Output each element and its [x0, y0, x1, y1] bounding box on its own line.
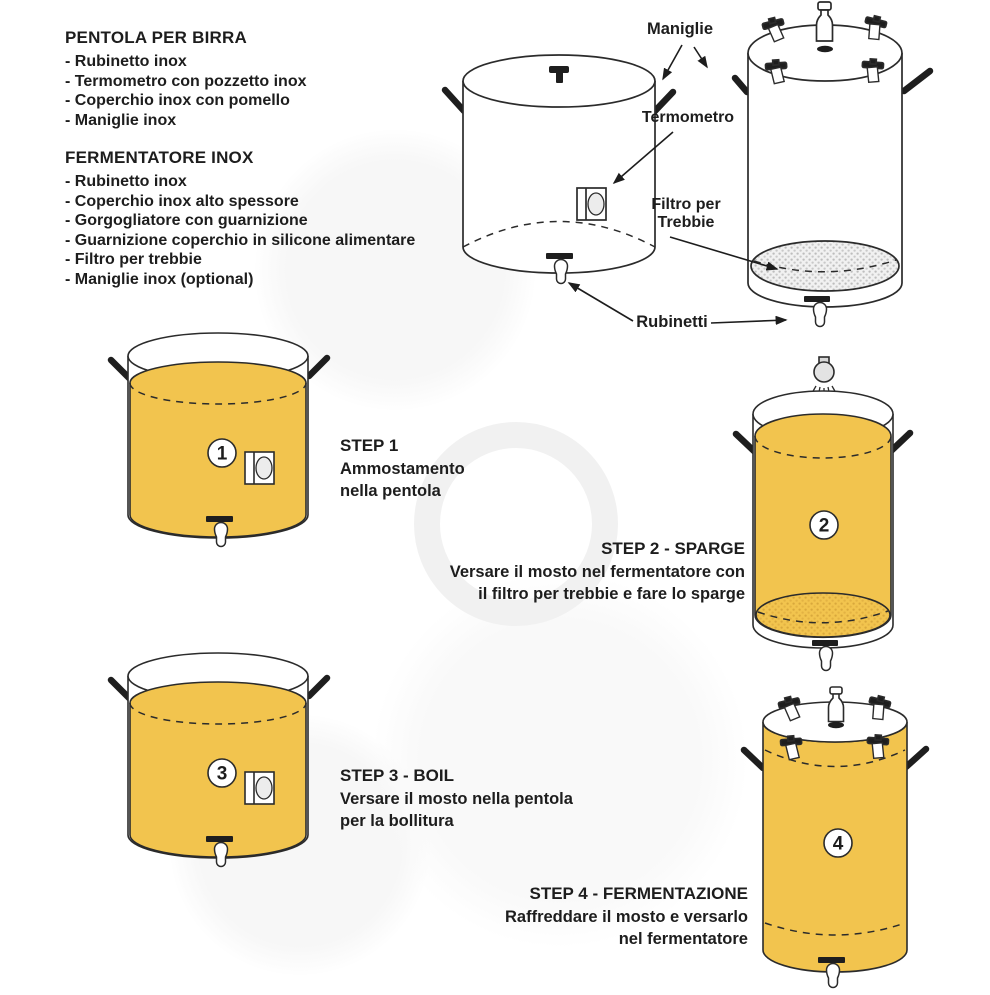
step4-caption: STEP 4 - FERMENTAZIONE Raffreddare il mo… — [504, 884, 748, 948]
info-list-fermentatore: - Rubinetto inox - Coperchio inox alto s… — [65, 172, 425, 289]
step-number-badge — [809, 510, 839, 540]
pot-outline-icon — [441, 54, 677, 285]
liquid-level-dashed — [129, 382, 307, 405]
thermometer-icon — [576, 187, 607, 221]
info-list-pentola: - Rubinetto inox - Termometro con pozzet… — [65, 52, 425, 130]
step3-caption: STEP 3 - BOIL Versare il mosto nella pen… — [340, 766, 573, 830]
tap-icon — [804, 296, 830, 328]
tap-icon — [546, 253, 573, 285]
liquid-level-dashed — [129, 702, 307, 725]
step-number: 2 — [819, 516, 830, 537]
step1-caption: STEP 1 Ammostamento nella pentola — [340, 436, 465, 500]
arrow-rubinetti-left — [567, 282, 634, 322]
handle-icon — [740, 746, 767, 772]
handle-icon — [107, 356, 133, 382]
arrow-filtro — [669, 236, 779, 271]
handle-icon — [887, 429, 914, 455]
list-item: - Rubinetto inox — [65, 173, 187, 190]
step3-pot-illustration: 3 — [107, 652, 331, 868]
list-item: - Filtro per trebbie — [65, 251, 202, 268]
handle-icon — [107, 676, 133, 702]
step-number: 1 — [217, 444, 228, 465]
handle-icon — [900, 67, 934, 95]
label-maniglie: Maniglie — [646, 20, 713, 38]
thermometer-icon — [244, 451, 275, 485]
bottom-dashed — [764, 922, 906, 936]
arrow-rubinetti-right — [710, 315, 788, 326]
info-section-fermentatore: FERMENTATORE INOX - Rubinetto inox - Cop… — [65, 148, 425, 289]
step2-caption: STEP 2 - SPARGE Versare il mosto nel fer… — [449, 539, 745, 603]
step-number-badge — [207, 438, 237, 468]
step2-fermenter-illustration: 2 — [732, 356, 914, 672]
info-section-pentola: PENTOLA PER BIRRA - Rubinetto inox - Ter… — [65, 28, 425, 130]
handle-icon — [305, 354, 331, 380]
equipment-info-block: PENTOLA PER BIRRA - Rubinetto inox - Ter… — [65, 28, 425, 307]
step1-pot-illustration: 1 — [107, 332, 331, 548]
tap-icon — [206, 516, 233, 548]
list-item: - Rubinetto inox — [65, 53, 187, 70]
handle-icon — [305, 674, 331, 700]
tap-icon — [818, 957, 845, 989]
label-rubinetti: Rubinetti — [636, 313, 708, 331]
filter-dashed — [757, 610, 889, 624]
filter-disk-icon — [750, 240, 900, 292]
shoulder-dashed — [764, 749, 906, 768]
annotation-arrows — [567, 44, 788, 326]
handle-icon — [902, 745, 930, 771]
airlock-icon — [815, 1, 834, 53]
step-number-badge — [207, 758, 237, 788]
handle-icon — [441, 86, 468, 115]
step-number: 3 — [217, 764, 228, 785]
label-termometro: Termometro — [641, 109, 735, 126]
info-title-fermentatore: FERMENTATORE INOX — [65, 148, 254, 167]
handle-icon — [650, 88, 677, 116]
list-item: - Termometro con pozzetto inox — [65, 72, 307, 90]
list-item: - Coperchio inox alto spessore — [65, 192, 299, 210]
arrow-maniglie-left — [662, 44, 683, 81]
list-item: - Coperchio inox con pomello — [65, 92, 290, 109]
step-number: 4 — [833, 834, 844, 855]
airlock-icon — [827, 686, 845, 729]
fermenter-outline-icon — [731, 1, 934, 328]
equipment-diagram — [441, 1, 934, 328]
step-number-badge — [823, 828, 853, 858]
list-item: - Guarnizione coperchio in silicone alim… — [65, 231, 416, 249]
filter-disk-icon — [755, 592, 891, 638]
handle-icon — [732, 430, 759, 456]
info-title-pentola: PENTOLA PER BIRRA — [65, 28, 247, 47]
step4-fermenter-illustration: 4 — [740, 686, 930, 989]
tap-icon — [812, 640, 838, 672]
handle-icon — [731, 74, 751, 96]
lid-knob-icon — [549, 66, 569, 83]
label-filtro: Filtro per Trebbie — [651, 196, 721, 231]
thermometer-icon — [244, 771, 275, 805]
inner-bottom-dashed — [462, 220, 656, 248]
list-item: - Maniglie inox — [65, 111, 177, 129]
watermark-blob-center — [370, 570, 750, 950]
list-item: - Maniglie inox (optional) — [65, 270, 254, 288]
arrow-termometro — [612, 131, 674, 185]
arrow-maniglie-right — [693, 46, 708, 69]
tap-icon — [206, 836, 233, 868]
list-item: - Gorgogliatore con guarnizione — [65, 212, 308, 229]
